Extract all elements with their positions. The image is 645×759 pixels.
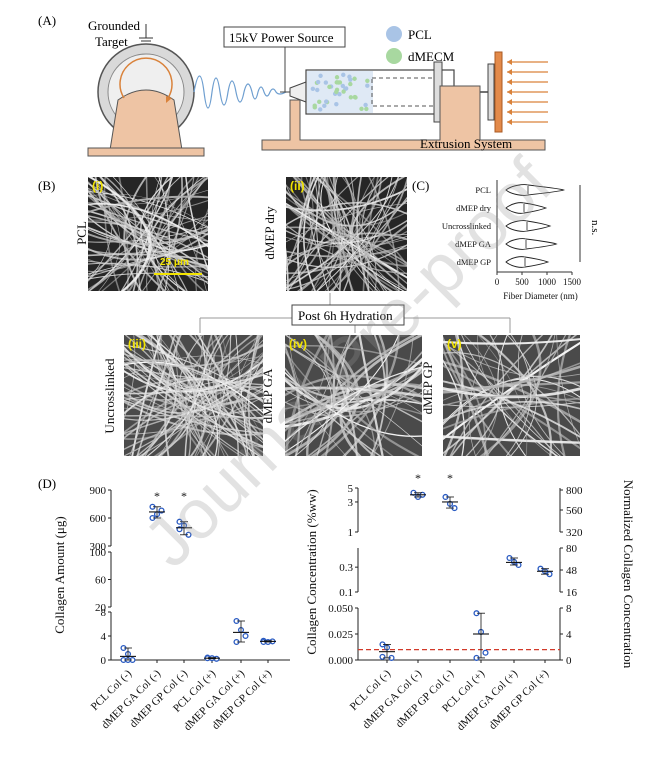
left-tick-label: 3 [348, 497, 354, 509]
violin-category-label: PCL [475, 185, 491, 195]
panel-b: (B) Post 6h Hydration [38, 178, 511, 333]
violin-shape [505, 202, 548, 214]
right-tick-label: 0 [566, 655, 572, 667]
ground-symbol-icon [139, 24, 153, 45]
panel-c-label: (C) [412, 178, 429, 193]
y-tick-label: 60 [95, 575, 107, 587]
right-tick-label: 48 [566, 565, 578, 577]
sem-label-dmep-ga: dMEP GA [260, 368, 275, 424]
violin-tick-label: 1500 [563, 277, 582, 287]
y-tick-label: 600 [90, 513, 107, 525]
y-tick-label: 0 [101, 655, 107, 667]
violin-shape [505, 256, 550, 268]
violin-category-label: dMEP GA [455, 239, 492, 249]
y-tick-label: 100 [90, 547, 107, 559]
violin-tick-label: 1000 [538, 277, 557, 287]
legend-dmecm: dMECM [408, 49, 455, 64]
left-tick-label: 0.1 [339, 587, 353, 599]
right-tick-label: 80 [566, 543, 578, 555]
power-source-label: 15kV Power Source [229, 30, 334, 45]
sem-image-uncrosslinked: (iii) [124, 335, 263, 456]
left-tick-label: 0.050 [328, 603, 353, 615]
panel-a-label: (A) [38, 13, 56, 28]
y-axis-label: Collagen Amount (μg) [52, 516, 67, 633]
significance-star: * [415, 471, 421, 485]
extrusion-system-label: Extrusion System [420, 136, 512, 151]
left-tick-label: 1 [348, 527, 354, 539]
right-tick-label: 8 [566, 603, 572, 615]
collagen-concentration-chart: 0.0000.0250.0500.10.31350481648803205608… [304, 471, 636, 733]
significance-star: * [447, 471, 453, 485]
y-tick-label: 900 [90, 485, 107, 497]
right-tick-label: 560 [566, 505, 583, 517]
y-tick-label: 8 [101, 607, 107, 619]
violin-tick-label: 500 [515, 277, 529, 287]
sem-tag-iii: (iii) [128, 337, 146, 351]
rotating-drum-icon [87, 43, 205, 157]
sem-image-dmep-dry: (ii) [286, 177, 407, 291]
violin-tick-label: 0 [495, 277, 500, 287]
sem-image-dmep-gp: (v) [443, 335, 580, 456]
data-point [242, 632, 249, 640]
left-tick-label: 5 [348, 483, 354, 495]
grounded-label: Grounded [88, 18, 140, 33]
violin-category-label: Uncrosslinked [442, 221, 492, 231]
violin-x-label: Fiber Diameter (nm) [503, 291, 577, 301]
sem-label-dmep-gp: dMEP GP [420, 361, 435, 415]
legend-swatch-dmecm [386, 48, 402, 64]
sem-label-uncrosslinked: Uncrosslinked [102, 358, 117, 434]
y-tick-label: 300 [90, 541, 107, 553]
legend-pcl: PCL [408, 27, 432, 42]
y-tick-label: 20 [95, 602, 107, 614]
scale-bar [154, 273, 202, 275]
extrusion-base [261, 85, 546, 151]
y2-axis-label: Normalized Collagen Concentration [621, 480, 636, 669]
panel-b-label: (B) [38, 178, 55, 193]
right-tick-label: 16 [566, 587, 578, 599]
scale-bar-label: 25 μm [160, 257, 189, 268]
panel-a: (A) Grounded Target 15kV Power Source P [38, 13, 548, 157]
panel-d-label: (D) [38, 476, 56, 491]
sem-image-pcl: (i) 25 μm [88, 177, 208, 291]
y-tick-label: 4 [101, 631, 107, 643]
right-tick-label: 320 [566, 527, 583, 539]
pressure-arrows-icon [507, 59, 548, 125]
left-tick-label: 0.025 [328, 629, 353, 641]
left-tick-label: 0.000 [328, 655, 353, 667]
violin-shape [505, 238, 558, 250]
violin-shape [505, 220, 552, 232]
fiber-jet-icon [193, 75, 287, 109]
sem-tag-i: (i) [92, 179, 104, 193]
right-tick-label: 4 [566, 629, 572, 641]
right-tick-label: 800 [566, 485, 583, 497]
violin-category-label: dMEP dry [456, 203, 492, 213]
sem-label-pcl: PCL [74, 221, 89, 245]
ns-label: n.s. [589, 220, 601, 236]
data-point [482, 649, 489, 656]
hydration-label: Post 6h Hydration [298, 308, 393, 323]
hydration-box [291, 304, 405, 326]
y-axis-label: Collagen Concentration (%ww) [304, 489, 319, 654]
legend-swatch-pcl [386, 26, 402, 42]
sem-image-dmep-ga: (iv) [285, 335, 422, 456]
left-tick-label: 0.3 [339, 562, 353, 574]
violin-shape [505, 184, 566, 196]
significance-star: * [154, 489, 160, 503]
target-label: Target [95, 34, 128, 49]
sem-tag-ii: (ii) [290, 179, 305, 193]
sem-label-dmep-dry: dMEP dry [262, 206, 277, 260]
sem-tag-iv: (iv) [289, 337, 307, 351]
significance-star: * [181, 489, 187, 503]
sem-tag-v: (v) [447, 337, 462, 351]
data-point [379, 653, 386, 660]
syringe-icon [289, 51, 503, 133]
violin-category-label: dMEP GP [457, 257, 492, 267]
